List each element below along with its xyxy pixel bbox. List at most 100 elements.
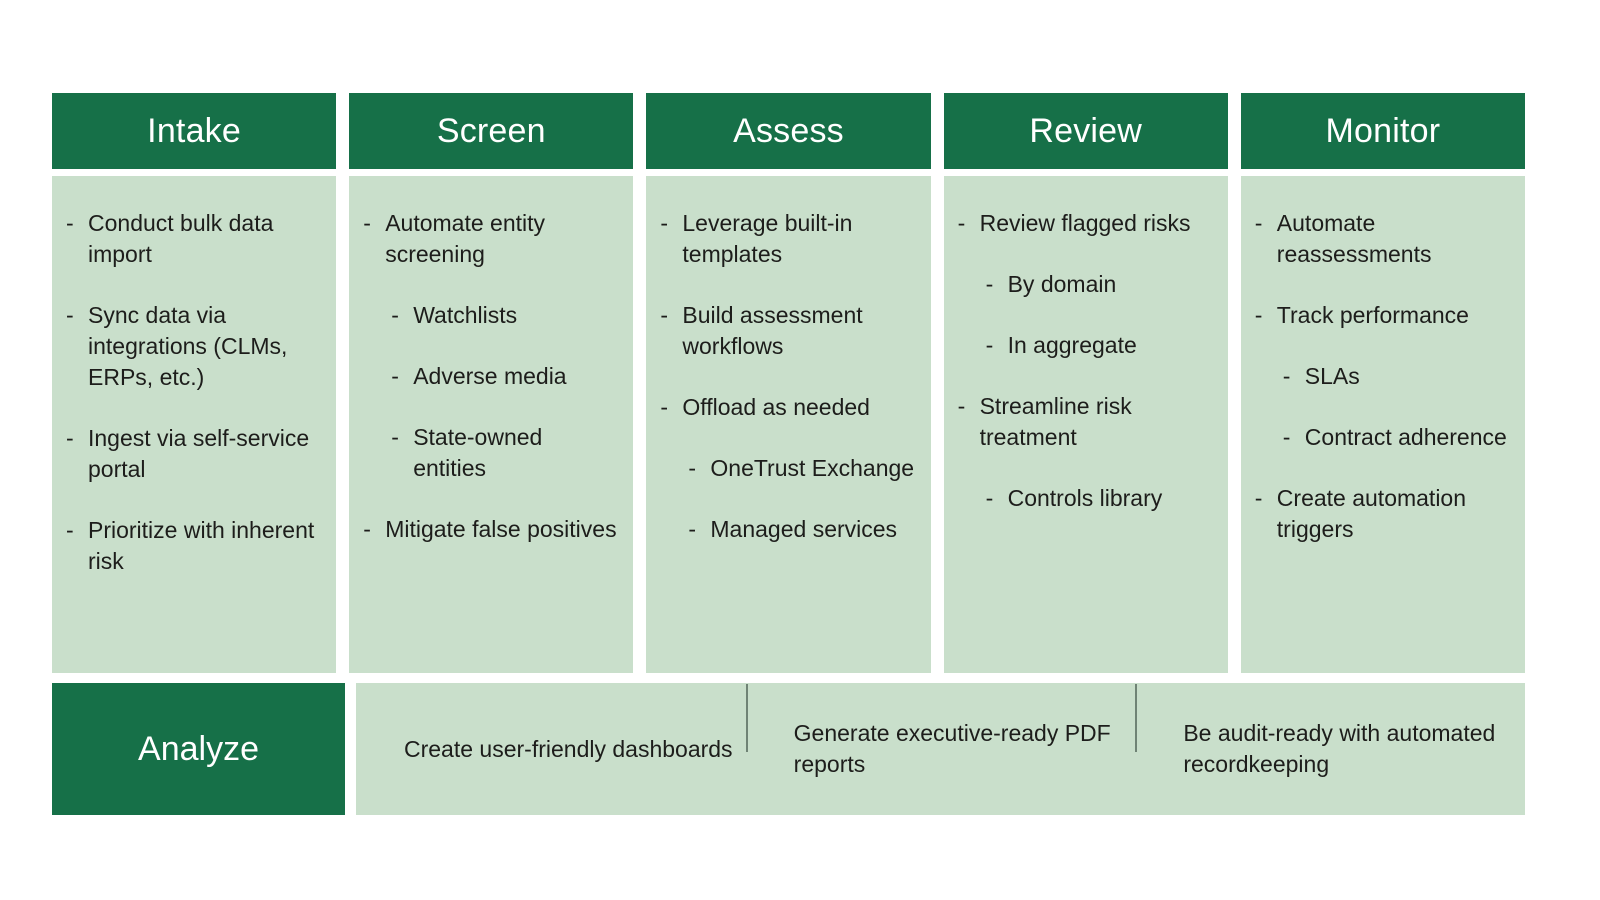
- sub-bullet-text: Contract adherence: [1304, 424, 1507, 450]
- bullet-list: -Leverage built-in templates-Build asses…: [660, 208, 916, 545]
- bullet-dash-icon: -: [66, 210, 74, 236]
- bullet-item: -Build assessment workflows: [660, 300, 916, 362]
- bullet-dash-icon: -: [66, 517, 74, 543]
- bullet-item: -Track performance: [1255, 300, 1511, 331]
- bullet-dash-icon: -: [1254, 302, 1263, 328]
- bullet-text: Build assessment workflows: [682, 302, 863, 359]
- bullet-list: -Conduct bulk data import-Sync data via …: [66, 208, 322, 577]
- bullet-text: Create automation triggers: [1276, 485, 1467, 542]
- sub-bullet-dash-icon: -: [391, 302, 399, 328]
- bullet-text: Conduct bulk data import: [88, 210, 274, 267]
- bullet-text: Offload as needed: [682, 394, 870, 420]
- bullet-text: Leverage built-in templates: [682, 210, 853, 267]
- sub-bullet-dash-icon: -: [688, 455, 697, 481]
- sub-bullet-list: -By domain-In aggregate: [986, 269, 1214, 361]
- sub-bullet-dash-icon: -: [1282, 363, 1291, 389]
- sub-bullet-text: Adverse media: [413, 363, 567, 389]
- sub-bullet-item: -State-owned entities: [391, 422, 619, 484]
- sub-bullet-dash-icon: -: [1282, 424, 1291, 450]
- bullet-text: Automate entity screening: [385, 210, 545, 267]
- bullet-text: Review flagged risks: [979, 210, 1191, 236]
- bullet-dash-icon: -: [66, 302, 74, 328]
- stage-body-screen: -Automate entity screening-Watchlists-Ad…: [349, 176, 634, 673]
- sub-bullet-text: Watchlists: [413, 302, 518, 328]
- stage-header-screen[interactable]: Screen: [349, 93, 634, 169]
- sub-bullet-dash-icon: -: [985, 485, 994, 511]
- sub-bullet-text: State-owned entities: [413, 424, 543, 481]
- sub-bullet-item: -In aggregate: [986, 330, 1214, 361]
- bullet-dash-icon: -: [660, 394, 669, 420]
- stage-body-assess: -Leverage built-in templates-Build asses…: [646, 176, 931, 673]
- analyze-item: Generate executive-ready PDF reports: [745, 684, 1136, 780]
- sub-bullet-dash-icon: -: [391, 424, 399, 450]
- bullet-dash-icon: -: [1254, 210, 1263, 236]
- sub-bullet-dash-icon: -: [985, 271, 994, 297]
- sub-bullet-dash-icon: -: [985, 332, 994, 358]
- analyze-item-text: Create user-friendly dashboards: [404, 735, 733, 762]
- sub-bullet-text: SLAs: [1304, 363, 1360, 389]
- stage-column-monitor: Monitor-Automate reassessments-Track per…: [1240, 93, 1525, 673]
- sub-bullet-item: -SLAs: [1283, 361, 1511, 392]
- sub-bullet-list: -Watchlists-Adverse media-State-owned en…: [391, 300, 619, 484]
- analyze-row: Analyze Create user-friendly dashboards G…: [52, 683, 1525, 815]
- stage-header-intake[interactable]: Intake: [52, 93, 337, 169]
- stage-title: Assess: [733, 112, 844, 150]
- bullet-dash-icon: -: [363, 210, 371, 236]
- stage-title: Monitor: [1325, 112, 1441, 150]
- stage-column-intake: Intake-Conduct bulk data import-Sync dat…: [52, 93, 337, 673]
- stage-body-intake: -Conduct bulk data import-Sync data via …: [52, 176, 337, 673]
- stage-header-review[interactable]: Review: [943, 93, 1228, 169]
- process-flow-board: Intake-Conduct bulk data import-Sync dat…: [52, 93, 1525, 815]
- bullet-dash-icon: -: [957, 210, 966, 236]
- bullet-item: -Create automation triggers: [1255, 483, 1511, 545]
- sub-bullet-item: -Contract adherence: [1283, 422, 1511, 453]
- analyze-item-text: Generate executive-ready PDF reports: [793, 720, 1111, 777]
- sub-bullet-item: -Adverse media: [391, 361, 619, 392]
- sub-bullet-text: OneTrust Exchange: [710, 455, 915, 481]
- bullet-text: Automate reassessments: [1276, 210, 1432, 267]
- sub-bullet-item: -OneTrust Exchange: [688, 453, 916, 484]
- bullet-dash-icon: -: [1254, 485, 1263, 511]
- analyze-label-block: Analyze: [52, 683, 345, 815]
- bullet-dash-icon: -: [957, 393, 966, 419]
- sub-bullet-text: By domain: [1007, 271, 1117, 297]
- bullet-item: -Offload as needed: [660, 392, 916, 423]
- sub-bullet-text: In aggregate: [1007, 332, 1137, 358]
- sub-bullet-list: -Controls library: [986, 483, 1214, 514]
- stage-title: Screen: [436, 112, 546, 150]
- analyze-items-block: Create user-friendly dashboards Generate …: [356, 683, 1525, 815]
- bullet-text: Prioritize with inherent risk: [88, 517, 315, 574]
- bullet-item: -Mitigate false positives: [363, 514, 619, 545]
- bullet-text: Streamline risk treatment: [979, 393, 1132, 450]
- stage-title: Review: [1029, 112, 1143, 150]
- sub-bullet-text: Managed services: [710, 516, 898, 542]
- sub-bullet-item: -Controls library: [986, 483, 1214, 514]
- bullet-dash-icon: -: [66, 425, 74, 451]
- stage-column-screen: Screen-Automate entity screening-Watchli…: [349, 93, 634, 673]
- bullet-list: -Review flagged risks-By domain-In aggre…: [958, 208, 1214, 514]
- bullet-dash-icon: -: [660, 210, 669, 236]
- sub-bullet-item: -Managed services: [688, 514, 916, 545]
- stage-column-review: Review-Review flagged risks-By domain-In…: [943, 93, 1228, 673]
- analyze-item: Be audit-ready with automated recordkeep…: [1135, 684, 1525, 780]
- analyze-item: Create user-friendly dashboards: [356, 734, 746, 765]
- sub-bullet-dash-icon: -: [688, 516, 697, 542]
- bullet-item: -Conduct bulk data import: [66, 208, 322, 270]
- bullet-item: -Automate reassessments: [1255, 208, 1511, 270]
- stage-body-review: -Review flagged risks-By domain-In aggre…: [943, 176, 1228, 673]
- bullet-item: -Review flagged risks: [958, 208, 1214, 239]
- sub-bullet-list: -OneTrust Exchange-Managed services: [688, 453, 916, 545]
- bullet-text: Track performance: [1276, 302, 1469, 328]
- bullet-item: -Sync data via integrations (CLMs, ERPs,…: [66, 300, 322, 393]
- sub-bullet-text: Controls library: [1007, 485, 1163, 511]
- stage-body-monitor: -Automate reassessments-Track performanc…: [1240, 176, 1525, 673]
- stage-columns: Intake-Conduct bulk data import-Sync dat…: [52, 93, 1525, 673]
- stage-column-assess: Assess-Leverage built-in templates-Build…: [646, 93, 931, 673]
- bullet-list: -Automate entity screening-Watchlists-Ad…: [363, 208, 619, 545]
- stage-header-monitor[interactable]: Monitor: [1240, 93, 1525, 169]
- bullet-item: -Automate entity screening: [363, 208, 619, 270]
- bullet-text: Sync data via integrations (CLMs, ERPs, …: [88, 302, 288, 390]
- bullet-text: Mitigate false positives: [385, 516, 617, 542]
- stage-header-assess[interactable]: Assess: [646, 93, 931, 169]
- sub-bullet-dash-icon: -: [391, 363, 399, 389]
